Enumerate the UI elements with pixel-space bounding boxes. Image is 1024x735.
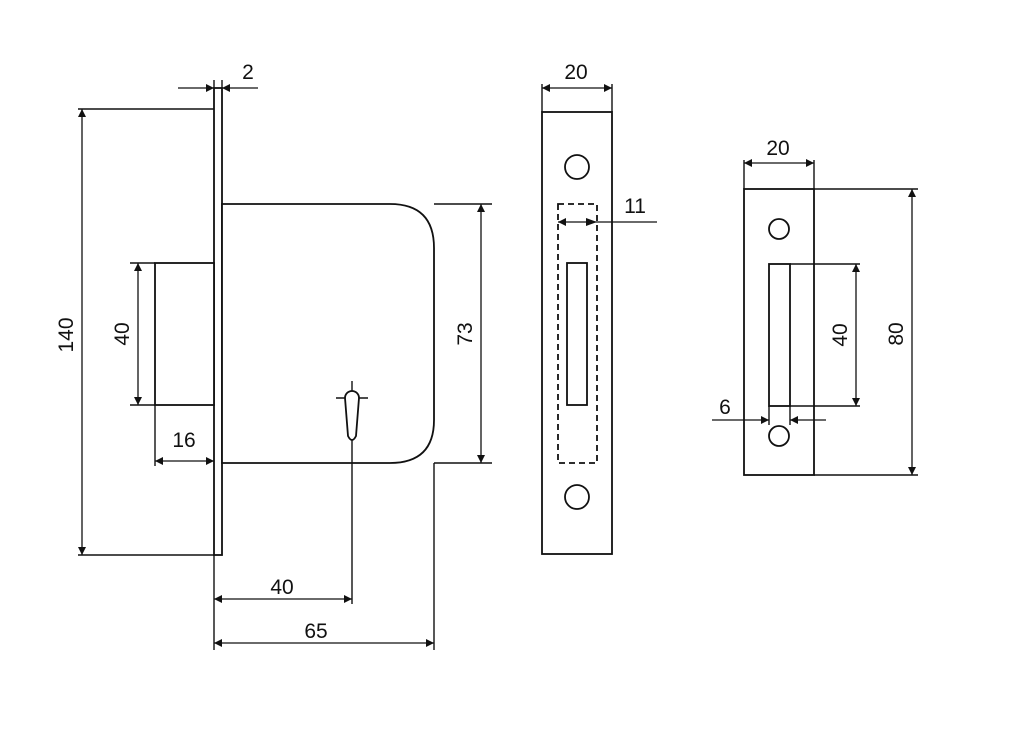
dimension-bolt-throw: 16 <box>155 429 214 465</box>
strike-opening <box>768 263 791 407</box>
lock-side-view: 2 140 40 16 73 40 65 <box>55 61 492 650</box>
lock-case <box>221 203 435 464</box>
dimension-label: 20 <box>564 61 587 84</box>
dimension-strike-height: 80 <box>885 189 916 475</box>
strike-plate-view: 20 80 40 6 <box>712 137 918 476</box>
forend-plate-view: 20 11 <box>541 61 657 555</box>
dimension-label: 11 <box>624 195 646 218</box>
screw-hole <box>768 218 790 240</box>
dimension-case-height: 73 <box>454 204 485 463</box>
dimension-backset: 40 <box>214 576 352 603</box>
dimension-label: 40 <box>111 322 134 345</box>
dimension-strike-width: 20 <box>744 137 814 167</box>
dimension-opening-height: 40 <box>829 264 860 406</box>
dimension-case-width: 11 <box>558 195 657 226</box>
dimension-faceplate-thickness: 2 <box>178 61 258 92</box>
dimension-label: 65 <box>304 620 327 643</box>
faceplate <box>213 87 223 556</box>
dimension-opening-offset: 6 <box>712 396 826 424</box>
dimension-case-depth: 65 <box>214 620 434 647</box>
dimension-bolt-height: 40 <box>111 263 142 405</box>
deadbolt <box>154 262 215 406</box>
screw-hole <box>768 425 790 447</box>
dimension-label: 20 <box>766 137 789 160</box>
dimension-label: 140 <box>55 317 78 352</box>
dimension-label: 80 <box>885 322 908 345</box>
dimension-faceplate-height: 140 <box>55 109 86 555</box>
dimension-label: 40 <box>270 576 293 599</box>
dimension-label: 40 <box>829 323 852 346</box>
screw-hole <box>564 154 590 180</box>
keyhole-icon <box>336 381 368 456</box>
dimension-label: 6 <box>719 396 731 419</box>
bolt-slot <box>566 262 588 406</box>
dimension-label: 16 <box>172 429 195 452</box>
dimension-label: 73 <box>454 322 477 345</box>
dimension-label: 2 <box>242 61 254 84</box>
screw-hole <box>564 484 590 510</box>
dimension-forend-width: 20 <box>542 61 612 92</box>
